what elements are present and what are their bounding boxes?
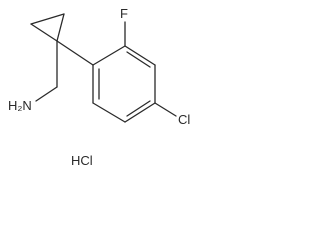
ring-bond-c2-c3-inner <box>126 51 151 68</box>
salt-label: HCl <box>71 153 93 168</box>
bonds <box>30 13 177 123</box>
chlorine-bond <box>154 102 177 117</box>
ring-bond-c4-c5 <box>124 102 156 123</box>
ring-bond-c1-c2 <box>92 45 126 66</box>
ring-attachment-bond <box>56 40 94 66</box>
amine-label: H₂N <box>8 98 32 113</box>
ring-bond-c5-c6 <box>92 102 126 123</box>
cyclopropane-bond-right <box>56 13 65 42</box>
atom-labels: F H₂N Cl HCl <box>8 6 190 168</box>
fluorine-label: F <box>120 6 128 21</box>
ring-bond-c4-c5-inner <box>126 100 151 117</box>
cyclopropane-bond-left <box>30 23 58 42</box>
cyclopropane-bond-top <box>30 13 65 25</box>
ch2-bond-lower <box>35 86 58 102</box>
molecule-structure-diagram: F H₂N Cl HCl <box>8 6 190 168</box>
chlorine-label: Cl <box>178 112 190 127</box>
ring-bond-c2-c3 <box>124 45 156 66</box>
